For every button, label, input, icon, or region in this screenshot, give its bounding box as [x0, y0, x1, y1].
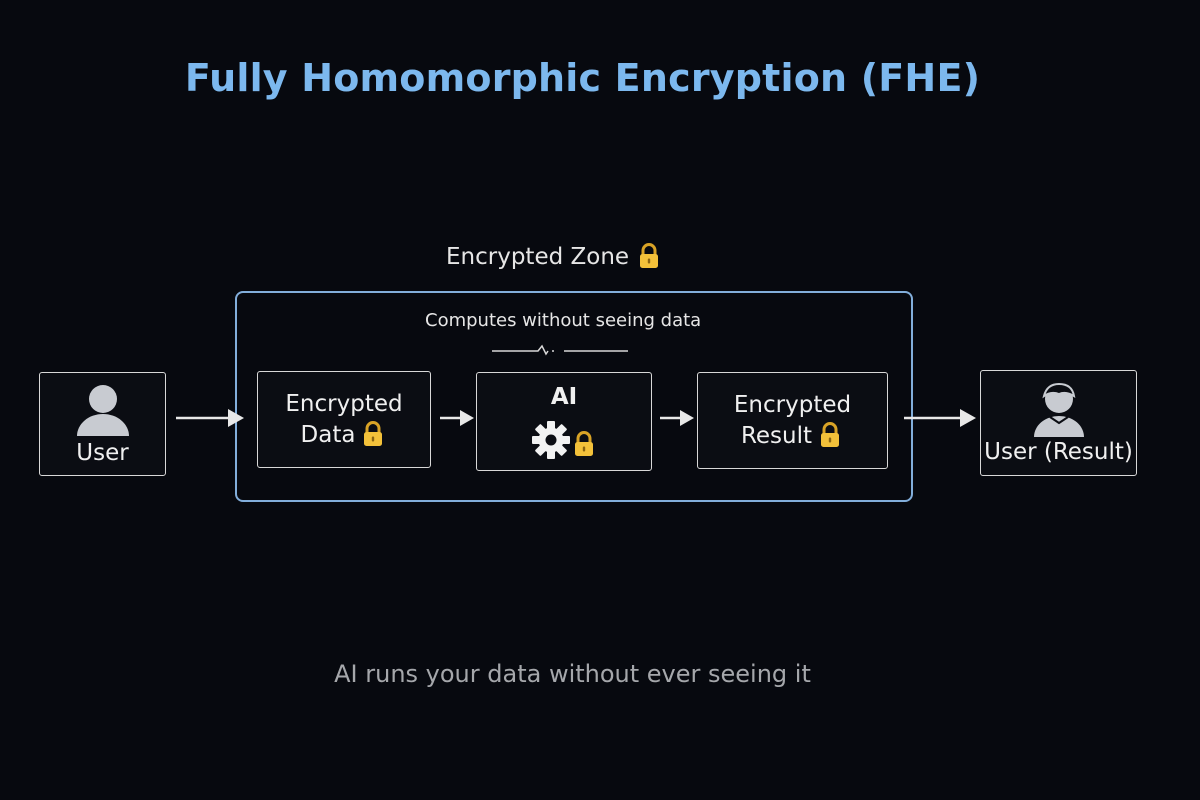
- user-result-node-label: User (Result): [984, 438, 1133, 465]
- user-node: User: [39, 372, 166, 476]
- ai-node: AI: [476, 372, 652, 471]
- footer-caption: AI runs your data without ever seeing it: [334, 660, 811, 688]
- encrypted-result-line2: Result: [740, 422, 813, 449]
- encrypted-result-node: Encrypted Result: [697, 372, 888, 469]
- zone-subtitle: Computes without seeing data: [425, 310, 702, 331]
- encrypted-data-node: Encrypted Data: [257, 371, 431, 468]
- arrow-result-to-user: [904, 409, 976, 427]
- encrypted-zone-label-text: Encrypted Zone: [446, 244, 630, 270]
- encrypted-zone-label: Encrypted Zone: [446, 242, 663, 272]
- ai-node-label: AI: [550, 384, 578, 410]
- arrow-ai-to-result: [660, 410, 694, 426]
- encrypted-zone: [235, 291, 913, 502]
- subtitle-underline: [492, 344, 628, 356]
- ai-icons-row: [530, 419, 598, 461]
- lock-icon: [361, 420, 387, 450]
- encrypted-data-line2: Data: [300, 421, 356, 448]
- encrypted-result-line1: Encrypted: [733, 391, 852, 418]
- encrypted-result-row2: Result: [741, 421, 844, 452]
- user-node-label: User: [76, 439, 129, 466]
- arrow-user-to-data: [176, 409, 244, 427]
- diagram-title: Fully Homomorphic Encryption (FHE): [184, 56, 981, 100]
- encrypted-data-line1: Encrypted: [285, 390, 403, 417]
- lock-icon: [818, 421, 844, 451]
- user-icon: [1030, 381, 1088, 437]
- arrow-data-to-ai: [440, 410, 474, 426]
- user-result-node: User (Result): [980, 370, 1137, 476]
- lock-icon: [637, 242, 663, 272]
- encrypted-data-row2: Data: [301, 420, 388, 451]
- gear-icon: [530, 419, 572, 461]
- user-icon: [74, 382, 132, 436]
- lock-icon: [572, 430, 598, 460]
